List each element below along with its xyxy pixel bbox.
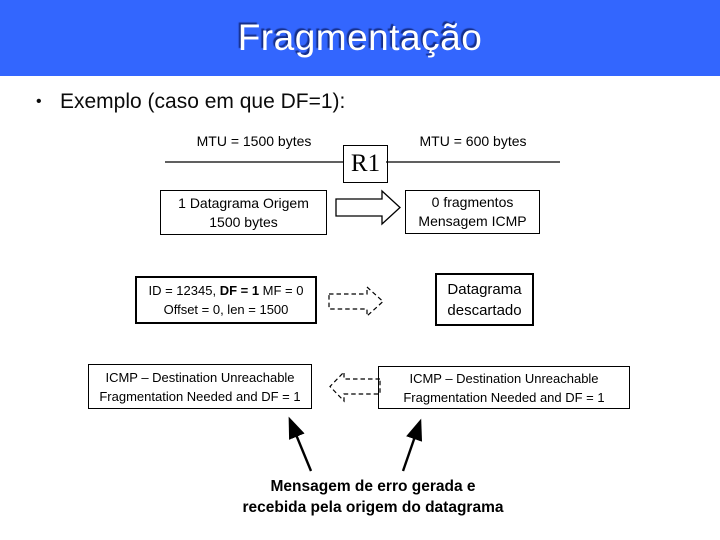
icmp-right-box: ICMP – Destination Unreachable Fragmenta… [378,366,630,409]
icmp-left-line2: Fragmentation Needed and DF = 1 [99,388,301,404]
footer-line1: Mensagem de erro gerada e [270,478,476,495]
origin-datagram-line1: 1 Datagrama Origem [178,194,309,211]
ip-df-flag: DF = 1 [219,283,260,298]
icmp-left-line1: ICMP – Destination Unreachable [105,369,295,385]
icmp-right-line2: Fragmentation Needed and DF = 1 [403,389,605,405]
mtu-left-label: MTU = 1500 bytes [196,133,312,149]
slide-header: Fragmentação [0,0,720,76]
fragments-box: 0 fragmentos Mensagem ICMP [405,190,540,234]
footer-line2: recebida pela origem do datagrama [242,499,504,516]
icmp-left-box: ICMP – Destination Unreachable Fragmenta… [88,364,312,409]
bullet-text: Exemplo (caso em que DF=1): [60,90,346,113]
mtu-right-label: MTU = 600 bytes [419,133,527,149]
up-arrow-right-icon [401,418,423,472]
ip-id-text: ID = 12345, [148,283,220,298]
dashed-arrow-left-icon [329,370,381,403]
ip-header-line1: ID = 12345, DF = 1 MF = 0 [148,281,303,300]
fragments-line2: Mensagem ICMP [418,213,527,229]
footer-caption: Mensagem de erro gerada e recebida pela … [140,476,606,518]
origin-datagram-line2: 1500 bytes [209,213,278,230]
fragments-line1: 0 fragmentos [431,194,514,210]
slide-title: Fragmentação [237,17,483,58]
discarded-line2: descartado [447,301,522,319]
block-arrow-right-icon [335,189,401,226]
bullet-icon: • [36,93,42,110]
origin-datagram-box: 1 Datagrama Origem 1500 bytes [160,190,327,235]
bullet-line: • Exemplo (caso em que DF=1): [36,90,345,114]
router-label: R1 [350,150,381,177]
ip-mf-flag: MF = 0 [259,283,304,298]
ip-header-line2: Offset = 0, len = 1500 [163,302,289,317]
discarded-line1: Datagrama [447,280,522,298]
ip-header-box: ID = 12345, DF = 1 MF = 0 Offset = 0, le… [135,276,317,324]
icmp-right-line1: ICMP – Destination Unreachable [409,370,599,386]
router-box: R1 [343,145,388,183]
dashed-arrow-right-icon [328,285,384,318]
up-arrow-left-icon [288,416,313,472]
discarded-datagram-box: Datagrama descartado [435,273,534,326]
